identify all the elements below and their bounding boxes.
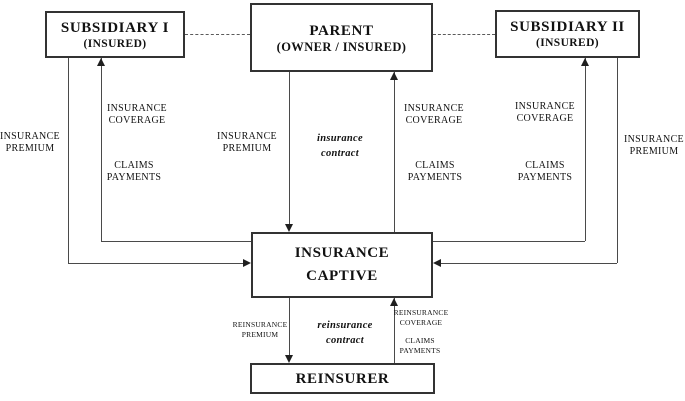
arrowhead-up-icon [581,58,589,66]
sub1-coverage-line-vertical [101,58,102,241]
insurance-contract-line [289,72,290,225]
sub2-premium-line-vertical [617,58,618,263]
label-parent-insurance-premium: INSURANCE PREMIUM [217,131,277,154]
label-reinsurance-claims-payments: CLAIMS PAYMENTS [399,336,441,355]
label-parent-claims-payments: CLAIMS PAYMENTS [407,160,463,183]
arrowhead-left-icon [433,259,441,267]
arrowhead-up-icon [390,72,398,80]
label-sub2-claims-payments: CLAIMS PAYMENTS [517,160,573,183]
label-sub1-claims-payments: CLAIMS PAYMENTS [106,160,162,183]
subsidiary1-subtitle: (INSURED) [83,37,147,50]
sub2-coverage-line-horizontal [433,241,585,242]
sub1-premium-line-vertical [68,58,69,263]
arrowhead-up-icon [97,58,105,66]
arrowhead-up-icon [390,298,398,306]
sub1-parent-ownership-dotted-line [185,34,250,35]
insurance-captive-box: INSURANCE CAPTIVE [251,232,433,298]
parent-sub2-ownership-dotted-line [433,34,495,35]
label-reinsurance-coverage: REINSURANCE COVERAGE [393,308,449,327]
label-insurance-contract: insurance contract [317,133,363,159]
subsidiary1-box: SUBSIDIARY I (INSURED) [45,11,185,58]
label-sub2-insurance-premium: INSURANCE PREMIUM [624,134,684,157]
reinsurance-coverage-line [394,298,395,363]
label-sub1-insurance-coverage: INSURANCE COVERAGE [107,103,167,126]
label-reinsurance-premium: REINSURANCE PREMIUM [232,320,288,339]
label-parent-insurance-coverage: INSURANCE COVERAGE [404,103,464,126]
arrowhead-right-icon [243,259,251,267]
sub1-premium-line-horizontal [68,263,244,264]
label-reinsurance-contract: reinsurance contract [317,320,373,346]
sub1-coverage-line-horizontal [101,241,251,242]
subsidiary2-title: SUBSIDIARY II [510,19,625,35]
arrowhead-down-icon [285,355,293,363]
label-sub2-insurance-coverage: INSURANCE COVERAGE [515,101,575,124]
subsidiary1-title: SUBSIDIARY I [60,19,170,36]
insurance-captive-title: INSURANCE CAPTIVE [294,245,390,284]
sub2-premium-line-horizontal [441,263,617,264]
parent-coverage-line [394,72,395,232]
label-sub1-insurance-premium: INSURANCE PREMIUM [0,131,60,154]
parent-box: PARENT (OWNER / INSURED) [250,3,433,72]
subsidiary2-subtitle: (INSURED) [535,37,600,49]
reinsurer-box: REINSURER [250,363,435,394]
arrowhead-down-icon [285,224,293,232]
sub2-coverage-line-vertical [585,58,586,241]
parent-subtitle: (OWNER / INSURED) [276,39,407,54]
subsidiary2-box: SUBSIDIARY II (INSURED) [495,10,640,58]
parent-title: PARENT [309,22,374,39]
reinsurance-premium-line [289,298,290,356]
reinsurer-title: REINSURER [295,370,390,387]
